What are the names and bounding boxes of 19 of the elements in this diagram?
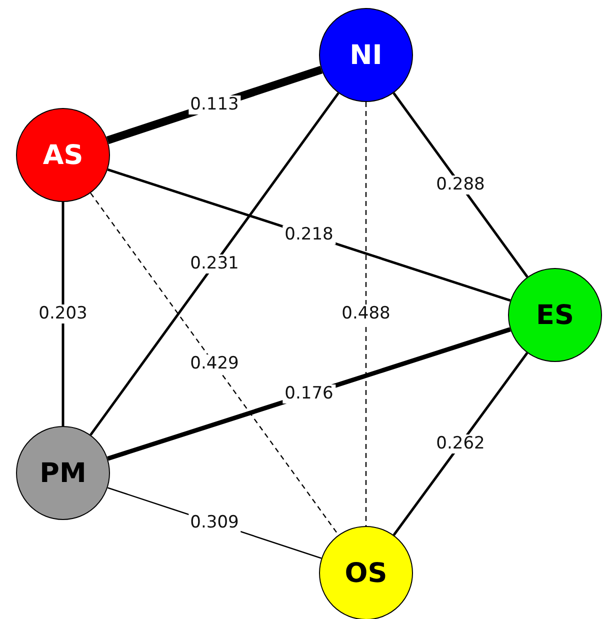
connector-line bbox=[392, 352, 528, 536]
edge-label: 0.429 bbox=[188, 354, 241, 374]
node-label: ES bbox=[536, 302, 574, 328]
node-label: PM bbox=[40, 460, 86, 486]
edge-label: 0.113 bbox=[188, 96, 241, 114]
node-label: AS bbox=[42, 142, 84, 168]
edge-label: 0.488 bbox=[340, 304, 392, 324]
node-label: OS bbox=[344, 560, 388, 586]
connector-line bbox=[90, 92, 340, 436]
connector-line bbox=[365, 102, 367, 526]
edge-label: 0.218 bbox=[282, 226, 336, 244]
connector-line bbox=[107, 327, 511, 461]
connector-line bbox=[62, 202, 64, 426]
edge-label: 0.309 bbox=[188, 514, 241, 532]
edge-label: 0.176 bbox=[282, 384, 336, 404]
connector-line bbox=[90, 192, 339, 536]
connector-line bbox=[392, 92, 528, 278]
node-label: NI bbox=[350, 42, 382, 68]
edge-label: 0.288 bbox=[434, 176, 487, 194]
